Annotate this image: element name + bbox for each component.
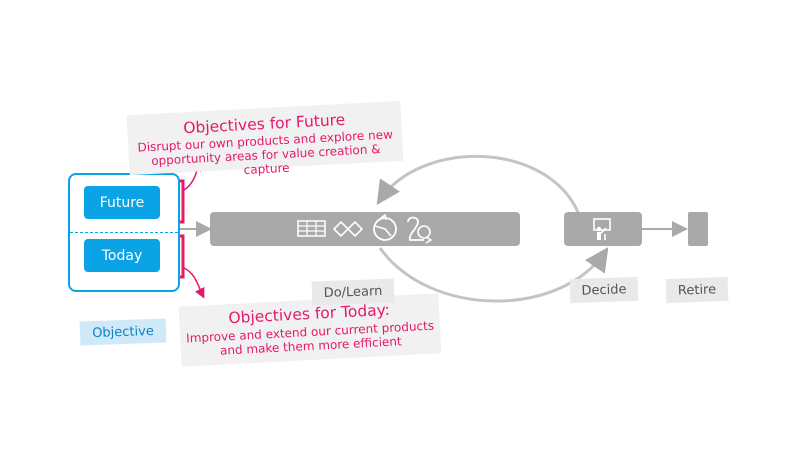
future-button[interactable]: Future [84, 186, 160, 219]
objective-divider [70, 232, 178, 233]
retire-box [688, 212, 708, 246]
future-objectives-note: Objectives for Future Disrupt our own pr… [126, 100, 404, 177]
diamonds-icon [332, 220, 364, 238]
do-learn-label: Do/Learn [311, 278, 395, 306]
retire-label: Retire [665, 276, 729, 304]
decide-box [564, 212, 642, 246]
loop-arrow-icon [407, 216, 433, 244]
forward-arc [378, 247, 609, 303]
objective-caption: Objective [79, 318, 167, 346]
today-pointer [183, 267, 205, 299]
cycle-icon [373, 214, 397, 241]
presenter-icon [593, 218, 611, 240]
feedback-arc [376, 154, 580, 213]
decide-label: Decide [569, 276, 639, 304]
today-button[interactable]: Today [84, 239, 160, 272]
do-learn-bar [210, 212, 520, 246]
table-icon [297, 220, 326, 237]
